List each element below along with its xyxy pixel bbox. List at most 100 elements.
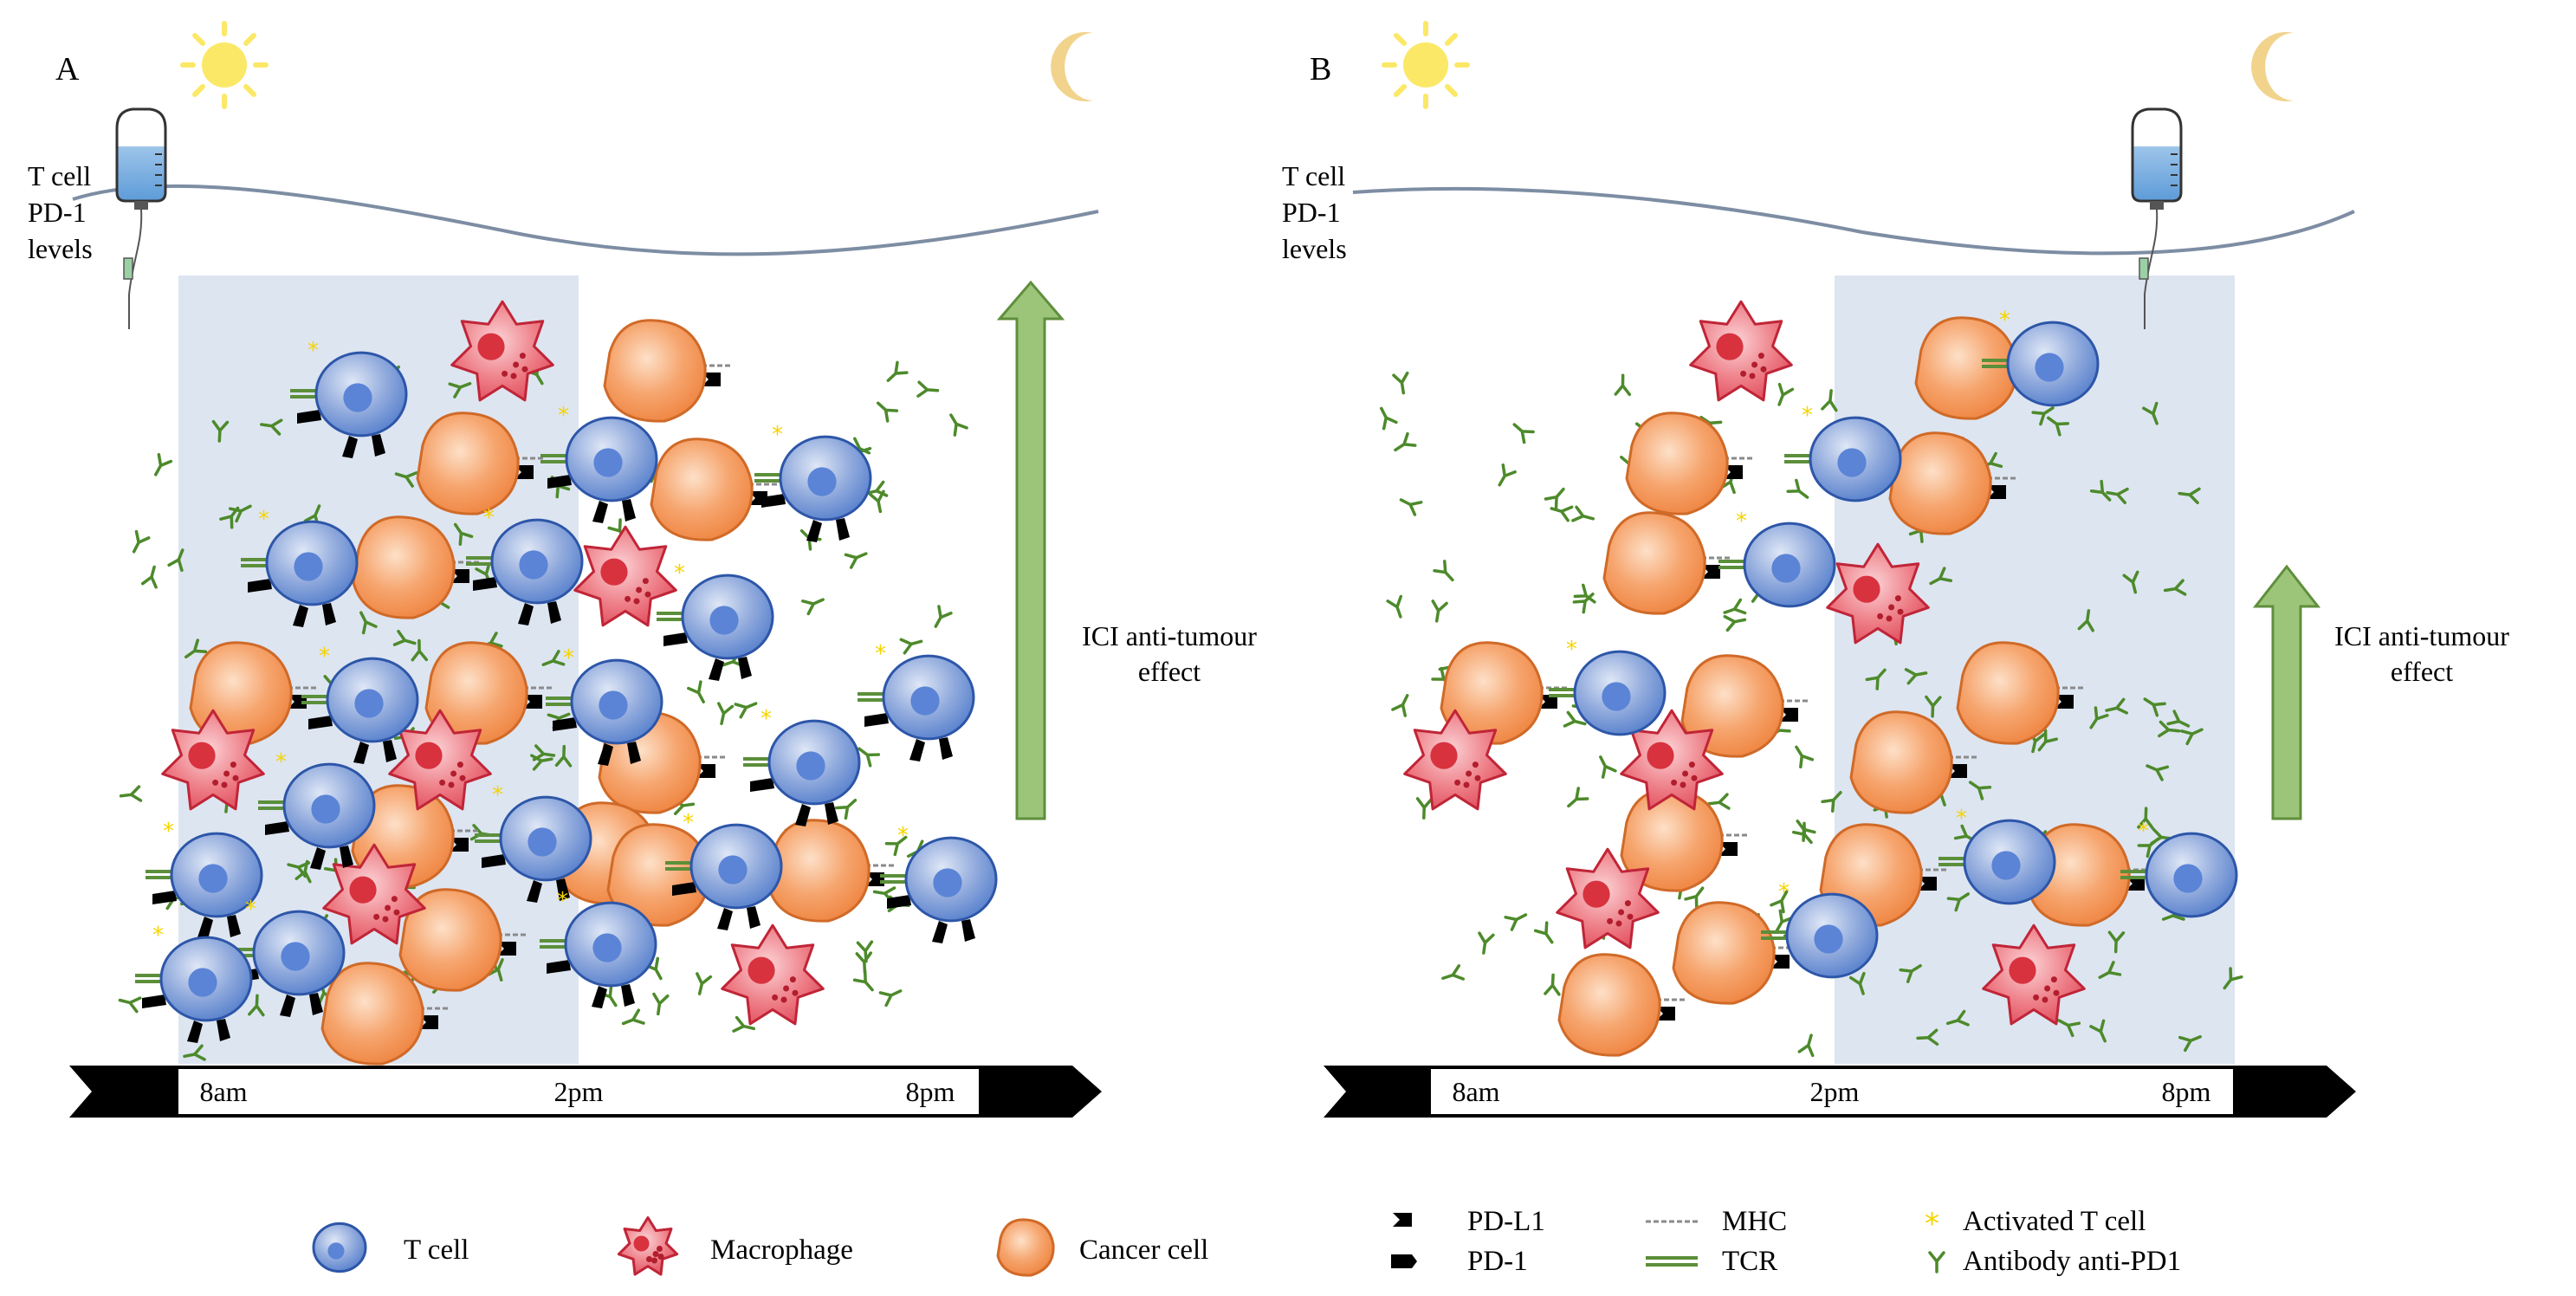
iv-drip-icon: [2131, 107, 2183, 329]
cancer-cell: [1625, 411, 1753, 515]
antibody-icon: [1572, 593, 1595, 614]
antibody-icon: [1770, 890, 1789, 914]
effect-arrow-icon: [2252, 564, 2321, 820]
antibody-icon: [734, 702, 758, 719]
t-cell: *: [1718, 509, 1836, 608]
cancer-cell: [1956, 641, 2084, 745]
antibody-icon: [687, 680, 705, 703]
sun-icon: [180, 21, 269, 109]
t-cell: *: [228, 897, 346, 1017]
t-cell: *: [466, 505, 584, 625]
legend-t-cell-icon: [312, 1221, 367, 1273]
macrophage: [388, 709, 492, 811]
time-label-end: 8pm: [2162, 1076, 2211, 1107]
antibody-icon: [1775, 909, 1794, 933]
panel-letter: B: [1310, 51, 1331, 87]
legend-macrophage-icon: [617, 1216, 679, 1276]
antibody-icon: [1795, 745, 1815, 769]
antibody-icon: [1821, 791, 1842, 813]
antibody-icon: [1512, 423, 1535, 444]
antibody-icon: [2106, 487, 2129, 505]
legend-tcr-icon: [1646, 1256, 1698, 1267]
moon-icon: [2251, 31, 2294, 102]
svg-text:*: *: [761, 706, 772, 732]
t-cell: *: [1784, 403, 1902, 502]
moon-icon: [1051, 32, 1093, 101]
antibody-icon: [132, 529, 151, 554]
antibody-icon: [1571, 505, 1595, 522]
pd1-level-curve: [1352, 186, 2355, 256]
svg-text:*: *: [1999, 308, 2010, 334]
antibody-icon: [1968, 781, 1992, 800]
svg-text:*: *: [483, 505, 495, 531]
legend-tcr-label: TCR: [1722, 1246, 1777, 1277]
legend-pd-1-label: PD-1: [1467, 1246, 1528, 1277]
timeline-window: [1431, 1069, 2233, 1114]
t-cell: *: [290, 338, 408, 458]
antibody-icon: [1386, 594, 1403, 619]
antibody-icon: [884, 835, 908, 857]
antibody-icon: [858, 747, 881, 768]
t-cell: *: [657, 561, 774, 681]
antibody-icon: [855, 951, 873, 975]
legend-antibody-icon: [1928, 1251, 1945, 1273]
antibody-icon: [1929, 567, 1953, 586]
svg-text:*: *: [1736, 509, 1747, 535]
antibody-icon: [118, 996, 142, 1014]
antibody-icon: [1573, 583, 1596, 604]
antibody-icon: [229, 504, 252, 523]
time-label-mid: 2pm: [1810, 1076, 1860, 1107]
antibody-icon: [1707, 793, 1731, 810]
antibody-icon: [1614, 373, 1632, 397]
t-cell: *: [1761, 879, 1879, 979]
antibody-icon: [2089, 706, 2109, 729]
antibody-icon: [1899, 963, 1922, 983]
macrophage: [450, 300, 554, 402]
macrophage: [1826, 542, 1930, 645]
macrophage: [721, 923, 825, 1026]
legend: * T cell Macrophage Cancer cell PD-L1 PD…: [312, 1206, 2181, 1277]
antibody-icon: [2178, 487, 2201, 505]
cancer-cell: [1888, 431, 2016, 535]
svg-text:*: *: [275, 749, 287, 775]
svg-text:*: *: [1956, 806, 1967, 832]
cancer-cell: [1849, 710, 1977, 814]
antibody-icon: [119, 785, 143, 802]
antibody-icon: [1433, 560, 1454, 582]
antibody-icon: [1916, 1028, 1939, 1046]
antibody-icon: [2122, 570, 2139, 594]
antibody-icon: [1478, 931, 1495, 955]
antibody-icon: [2098, 961, 2122, 979]
antibody-icon: [359, 611, 378, 635]
antibody-icon: [554, 744, 573, 768]
cancer-cell: [320, 962, 449, 1066]
antibody-icon: [852, 969, 874, 992]
level-label-line2: PD-1: [28, 197, 87, 228]
t-cell: *: [1549, 637, 1667, 736]
antibody-icon: [140, 565, 158, 589]
t-cell: *: [301, 644, 419, 764]
antibody-icon: [1865, 668, 1887, 690]
antibody-icon: [2047, 416, 2070, 437]
svg-text:*: *: [558, 403, 569, 429]
antibody-icon: [1723, 598, 1747, 615]
antibody-icon: [2137, 807, 2154, 830]
antibody-icon: [876, 401, 899, 423]
antibody-icon: [1946, 892, 1971, 912]
antibody-icon: [696, 972, 713, 995]
antibody-icon: [1550, 505, 1574, 522]
legend-pd-l1-label: PD-L1: [1467, 1206, 1545, 1237]
effect-label-line1: ICI anti-tumour: [1082, 620, 1257, 651]
cancer-cell: [1557, 953, 1686, 1057]
t-cell: *: [2120, 819, 2238, 918]
antibody-icon: [1544, 487, 1565, 510]
antibody-icon: [844, 552, 868, 569]
antibody-icon: [1441, 964, 1466, 981]
antibody-icon: [878, 989, 903, 1008]
svg-text:*: *: [1566, 637, 1577, 663]
antibody-icon: [2105, 697, 2129, 715]
antibody-icon: [1498, 463, 1517, 487]
t-cell: *: [475, 782, 592, 903]
panel-a: A T cell PD-1 levels ICI anti-tumour: [28, 21, 1257, 1118]
macrophage: [322, 843, 426, 945]
